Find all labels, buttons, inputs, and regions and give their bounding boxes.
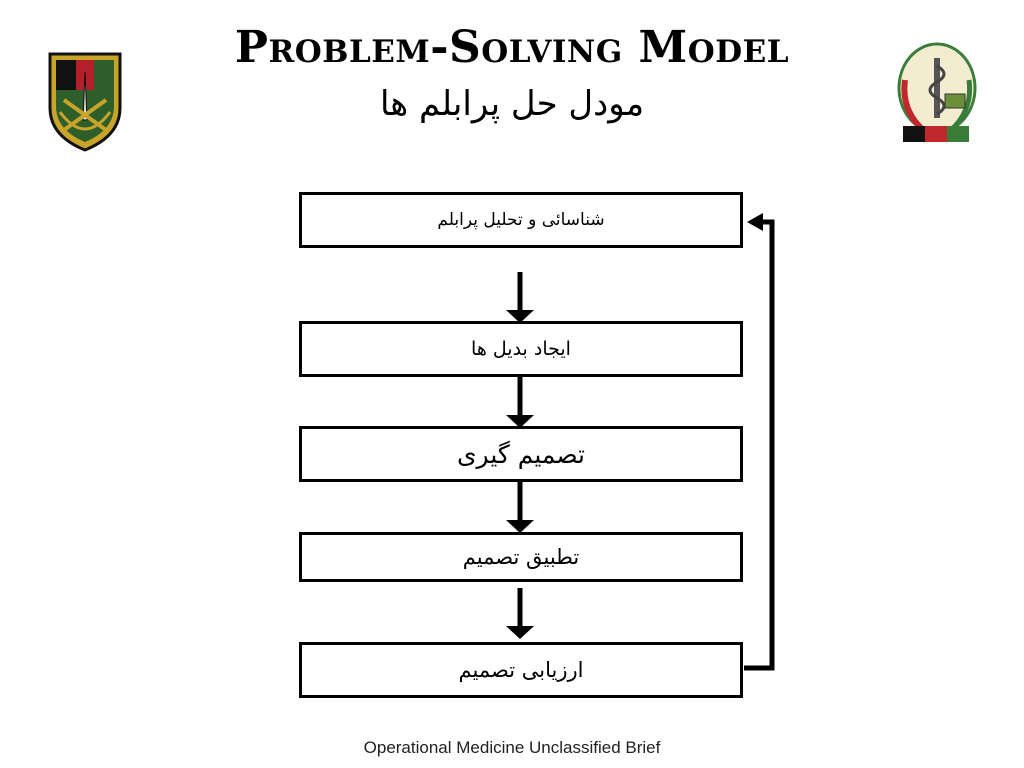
down-arrow xyxy=(506,377,534,428)
flow-step-decide: تصمیم گیری xyxy=(299,426,743,482)
page-title: Problem-Solving Model xyxy=(234,22,790,73)
unit-shield-logo xyxy=(46,50,124,159)
flow-step-label: ایجاد بدیل ها xyxy=(471,338,571,360)
flow-step-label: شناسائی و تحلیل پرابلم xyxy=(437,210,605,230)
down-arrow xyxy=(506,482,534,533)
down-arrow xyxy=(506,272,534,323)
flow-step-label: ارزیابی تصمیم xyxy=(458,658,584,682)
feedback-loop-arrow xyxy=(744,213,775,671)
down-arrow xyxy=(506,588,534,639)
flow-step-identify: شناسائی و تحلیل پرابلم xyxy=(299,192,743,248)
flow-step-label: تصمیم گیری xyxy=(456,439,586,469)
flow-step-label: تطبیق تصمیم xyxy=(462,545,580,569)
medical-emblem-logo xyxy=(893,40,981,153)
flow-step-implement: تطبیق تصمیم xyxy=(299,532,743,582)
flow-step-alternatives: ایجاد بدیل ها xyxy=(299,321,743,377)
footer-text: Operational Medicine Unclassified Brief xyxy=(363,738,661,757)
page-subtitle: مودل حل پرابلم ها xyxy=(379,84,645,124)
flow-step-evaluate: ارزیابی تصمیم xyxy=(299,642,743,698)
